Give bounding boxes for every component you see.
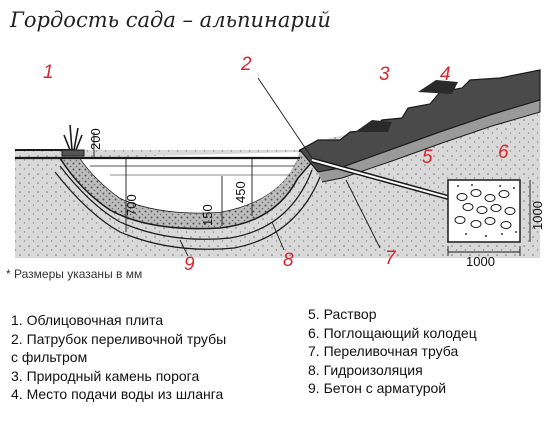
legend-left: 1. Облицовочная плита 2. Патрубок перели… [11,311,226,404]
dim-1000-vertical: 1000 [530,201,545,230]
well-gravel [454,189,516,229]
dim-700: 700 [124,194,139,216]
dimension-lines [93,132,531,256]
callout-8: 8 [283,250,294,271]
sky-area [15,58,540,150]
legend-item: 7. Переливочная труба [308,343,459,359]
dim-1000-horizontal: 1000 [466,254,495,269]
legend-item: 1. Облицовочная плита [11,312,164,328]
dim-450: 450 [233,181,248,203]
dim-200: 200 [88,128,103,150]
legend-item: 8. Гидроизоляция [308,361,423,378]
mortar-layer [317,99,541,183]
legend-item: 2. Патрубок переливочной трубы [11,330,227,347]
dim-150: 150 [200,204,215,226]
legend-item: 5. Раствор [308,306,377,322]
well-dots [457,184,517,237]
threshold-stone [355,120,392,132]
legend-item: 9. Бетон с арматурой [308,380,447,396]
legend-item: 3. Природный камень порога [11,367,200,384]
overflow-pipe-inner [311,159,451,199]
page-title: Гордость сада – альпинарий [10,8,331,32]
units-note: * Размеры указаны в мм [6,267,143,281]
plant [63,124,83,151]
water-inlet-stone [418,80,458,94]
callout-4: 4 [440,64,451,85]
legend-right: 5. Раствор 6. Поглощающий колодец 7. Пер… [308,305,477,398]
callout-leaders [179,77,381,257]
pond-water [80,152,300,213]
legend-item: 4. Место подачи воды из шланга [11,386,224,402]
callout-9: 9 [184,254,195,275]
waterproofing-layer [59,165,313,240]
facing-slab [61,149,85,157]
callout-5: 5 [422,147,433,168]
concrete-layer [54,171,323,250]
callout-3: 3 [379,64,390,85]
legend-item: 6. Поглощающий колодец [308,324,477,341]
callout-7: 7 [385,248,397,269]
callouts: 1 2 3 4 5 6 7 8 9 [43,54,509,275]
legend-item: с фильтром [11,349,88,365]
callout-6: 6 [498,142,509,163]
callout-2: 2 [240,54,252,75]
callout-1: 1 [43,62,54,83]
